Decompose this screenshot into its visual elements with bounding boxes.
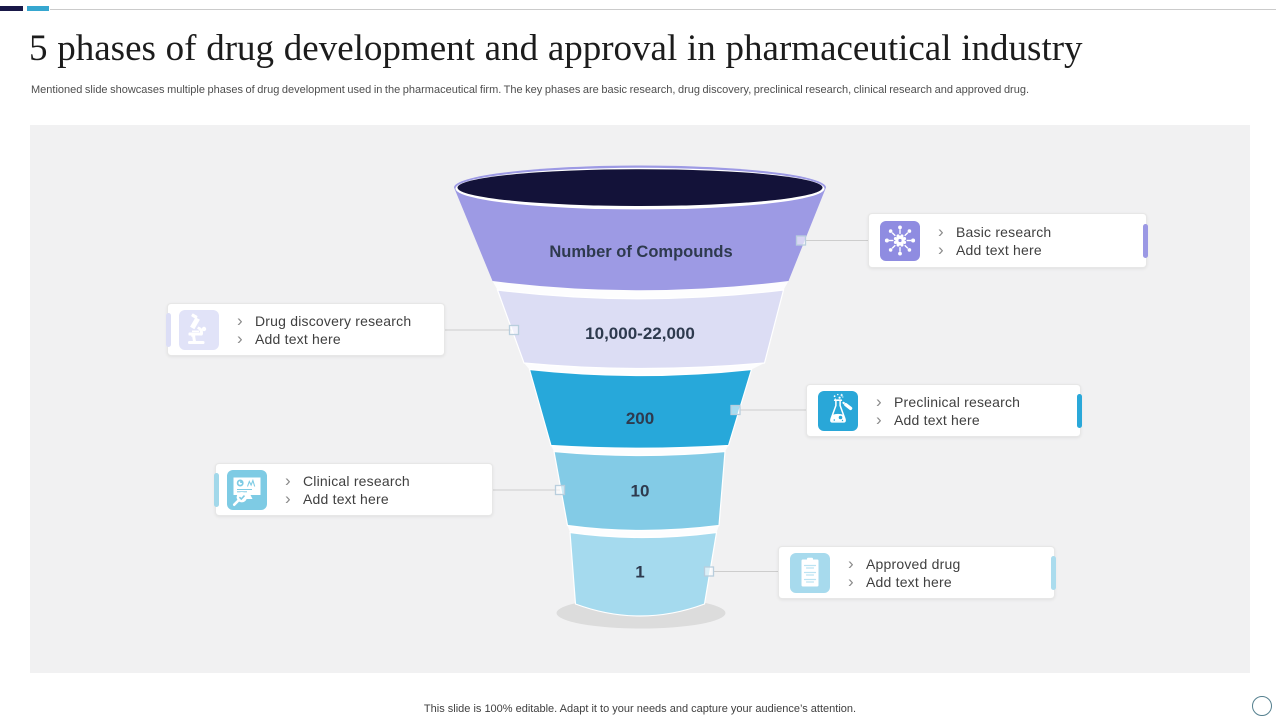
svg-text:10,000-22,000: 10,000-22,000: [585, 324, 695, 343]
svg-text:1: 1: [635, 563, 644, 582]
svg-text:10: 10: [631, 482, 650, 501]
svg-text:Number of Compounds: Number of Compounds: [549, 243, 732, 261]
svg-text:200: 200: [626, 409, 654, 428]
